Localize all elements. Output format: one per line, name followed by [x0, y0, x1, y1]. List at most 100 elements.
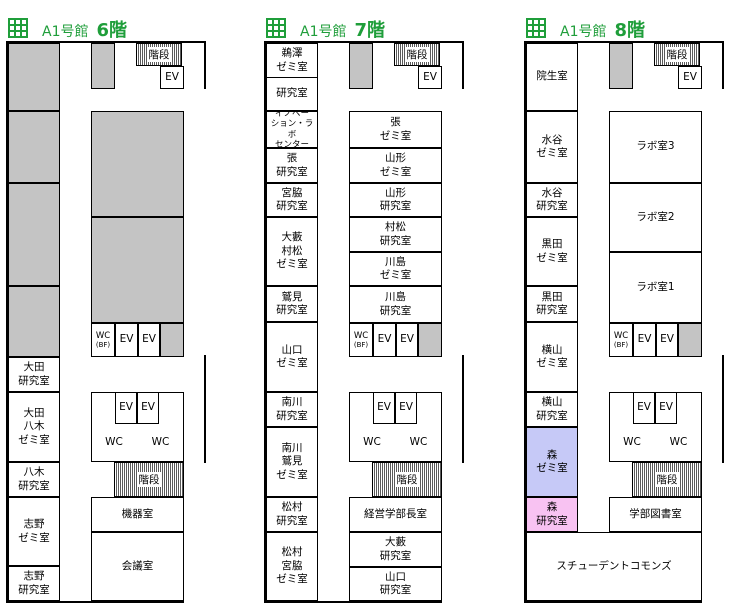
room-zhang-lab: 張 研究室 [266, 148, 318, 183]
floor-number: 7階 [354, 20, 386, 41]
room-matsumura-miyawaki-seminar: 松村 宮脇 ゼミ室 [266, 532, 318, 601]
room-unlabeled [160, 323, 184, 357]
room-mizutani-lab: 水谷 研究室 [526, 183, 578, 217]
stairs-top: 階段 [654, 43, 700, 66]
building-name: A1号館 [300, 24, 347, 40]
building-name: A1号館 [42, 24, 89, 40]
elevator-1: EV [373, 323, 396, 357]
elevator-1: EV [115, 323, 138, 357]
room-miyawaki-lab: 宮脇 研究室 [266, 183, 318, 217]
room-unlabeled [8, 43, 60, 111]
room-kawashima-seminar: 川島 ゼミ室 [349, 252, 442, 286]
wc-right: WC [409, 436, 428, 449]
room-shino-lab: 志野 研究室 [8, 566, 60, 601]
stairs-label: 階段 [136, 472, 162, 487]
outer-wall-left [6, 41, 8, 603]
elevator-3: EV [373, 392, 395, 424]
floor-number: 6階 [96, 20, 128, 41]
wc-label: WC [613, 331, 629, 342]
room-unlabeled [8, 183, 60, 286]
room-ota-lab: 大田 研究室 [8, 357, 60, 392]
room-muramatsu-lab: 村松 研究室 [349, 217, 442, 252]
room-ota-yagi-seminar: 大田 八木 ゼミ室 [8, 392, 60, 462]
room-zhang-seminar: 張 ゼミ室 [349, 111, 442, 148]
outer-wall-bottom [264, 601, 442, 603]
room-conference: 会議室 [91, 532, 184, 601]
room-minamikawa-lab: 南川 研究室 [266, 392, 318, 427]
wc-right: WC [669, 436, 688, 449]
room-minamikawa-sumi-seminar: 南川 鷲見 ゼミ室 [266, 427, 318, 497]
room-unlabeled [609, 43, 633, 89]
outer-wall-right-mid [722, 355, 724, 463]
stairs-top: 階段 [394, 43, 440, 66]
elevator-3: EV [115, 392, 137, 424]
stairs-label: 階段 [394, 472, 420, 487]
elevator-top: EV [418, 66, 442, 89]
room-unlabeled [91, 217, 184, 323]
outer-wall-right-mid [204, 355, 206, 463]
room-graduate-students: 院生室 [526, 43, 578, 111]
room-yokoyama-seminar: 横山 ゼミ室 [526, 322, 578, 392]
room-mori-lab: 森 研究室 [526, 497, 578, 532]
elevator-4: EV [395, 392, 417, 424]
room-kuroda-seminar: 黒田 ゼミ室 [526, 217, 578, 286]
room-unlabeled [349, 43, 373, 89]
elevator-4: EV [655, 392, 677, 424]
outer-wall-top [524, 41, 724, 43]
room-shino-seminar: 志野 ゼミ室 [8, 497, 60, 566]
room-mori-seminar: 森 ゼミ室 [526, 427, 578, 497]
room-oyabu-muramatsu-seminar: 大藪 村松 ゼミ室 [266, 217, 318, 286]
room-unlabeled [91, 43, 115, 89]
elevator-2: EV [656, 323, 678, 357]
wc-left: WC [105, 436, 123, 449]
floor-title: A1号館 6階 [42, 16, 127, 42]
bf-label: (BF) [613, 340, 629, 349]
building-icon [266, 18, 286, 38]
wc-left: WC [623, 436, 641, 449]
room-mizutani-seminar: 水谷 ゼミ室 [526, 111, 578, 183]
room-faculty-library: 学部図書室 [609, 497, 702, 532]
elevator-2: EV [396, 323, 418, 357]
room-unlabeled [91, 111, 184, 217]
floor-title: A1号館 8階 [560, 16, 645, 42]
outer-wall-bottom [524, 601, 702, 603]
elevator-top: EV [678, 66, 702, 89]
elevator-1: EV [633, 323, 656, 357]
building-name: A1号館 [560, 24, 607, 40]
room-yamaguchi-lab: 山口 研究室 [349, 567, 442, 601]
room-innovation-lab-center: イノベー ション・ラボ センター [266, 111, 318, 148]
outer-wall-left [524, 41, 526, 603]
wc-barrier-free: WC(BF) [349, 323, 373, 357]
stairs-label: 階段 [404, 47, 430, 62]
bf-label: (BF) [95, 340, 111, 349]
building-icon [8, 18, 28, 38]
room-lab-2: ラボ室2 [609, 183, 702, 252]
stairs-top: 階段 [136, 43, 182, 66]
room-student-commons: スチューデントコモンズ [526, 532, 702, 601]
floor-plan-6f: A1号館 6階 大田 研究室 大田 八木 ゼミ室 八木 研究室 志野 ゼミ室 志野… [0, 0, 220, 616]
outer-wall-bottom [6, 601, 184, 603]
room-yamagata-seminar: 山形 ゼミ室 [349, 148, 442, 183]
stairs-bottom: 階段 [114, 462, 184, 497]
bf-label: (BF) [353, 340, 369, 349]
room-lab: 研究室 [266, 78, 318, 111]
room-kawashima-lab: 川島 研究室 [349, 286, 442, 323]
room-sumi-lab: 鷲見 研究室 [266, 286, 318, 322]
floor-number: 8階 [614, 20, 646, 41]
elevator-top: EV [160, 66, 184, 89]
floor-title: A1号館 7階 [300, 16, 385, 42]
room-yamaguchi-seminar: 山口 ゼミ室 [266, 322, 318, 392]
outer-wall-top [6, 41, 206, 43]
room-unlabeled [8, 286, 60, 357]
room-yamagata-lab: 山形 研究室 [349, 183, 442, 217]
outer-wall-right-top [204, 41, 206, 89]
room-yagi-lab: 八木 研究室 [8, 462, 60, 497]
room-yokoyama-lab: 横山 研究室 [526, 392, 578, 427]
room-unlabeled [418, 323, 442, 357]
stairs-label: 階段 [664, 47, 690, 62]
wc-barrier-free: WC(BF) [91, 323, 115, 357]
building-icon [526, 18, 546, 38]
room-unlabeled [678, 323, 702, 357]
